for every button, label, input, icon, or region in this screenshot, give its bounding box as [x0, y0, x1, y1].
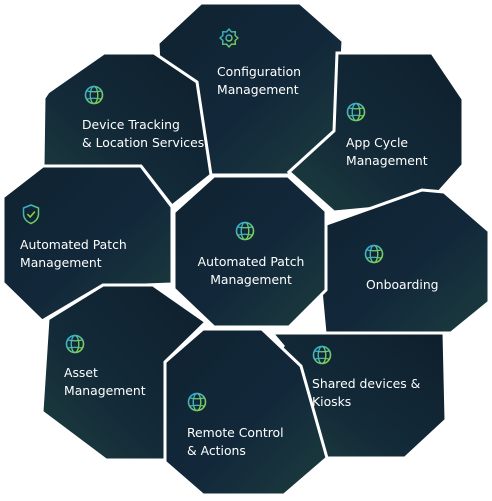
tile-label-line: Remote Control [187, 425, 284, 440]
tile-label-line: Kiosks [312, 394, 351, 409]
tile-label-line: & Actions [187, 443, 246, 458]
icons-layer [22, 28, 384, 412]
tile-label-remote-control: Remote Control & Actions [187, 425, 284, 458]
tile-label-device-tracking: Device Tracking & Location Services [82, 117, 204, 150]
tile-label-line: Automated Patch [198, 254, 305, 269]
tile-label-line: Management [217, 82, 299, 97]
tile-label-line: Management [210, 272, 292, 287]
tile-center [172, 174, 328, 329]
gear-icon [219, 28, 239, 48]
globe-icon [187, 392, 207, 412]
tile-label-line: Automated Patch [20, 237, 127, 252]
globe-icon [364, 244, 384, 264]
tile-label-line: Device Tracking [82, 117, 180, 132]
tile-label-onboarding: Onboarding [366, 277, 439, 292]
tile-device-tracking [41, 51, 213, 209]
tile-label-line: Shared devices & [312, 376, 421, 391]
globe-icon [312, 345, 332, 365]
tile-label-line: & Location Services [82, 135, 204, 150]
tile-label-line: Onboarding [366, 277, 439, 292]
tile-label-line: App Cycle [346, 135, 408, 150]
tile-label-line: Configuration [217, 64, 301, 79]
tile-device-tracking-shape [41, 51, 213, 209]
tile-center-shape [172, 174, 328, 329]
globe-icon [65, 334, 85, 354]
tile-label-shared-devices: Shared devices & Kiosks [312, 376, 421, 409]
tile-label-line: Asset [64, 365, 98, 380]
globe-icon [346, 102, 366, 122]
tile-label-line: Management [64, 383, 146, 398]
globe-icon [84, 85, 104, 105]
tile-onboarding-shape [319, 188, 491, 335]
tile-onboarding [319, 188, 491, 335]
shield-icon [22, 204, 40, 225]
tile-label-line: Management [20, 255, 102, 270]
globe-icon [235, 221, 255, 241]
tile-label-line: Management [346, 153, 428, 168]
